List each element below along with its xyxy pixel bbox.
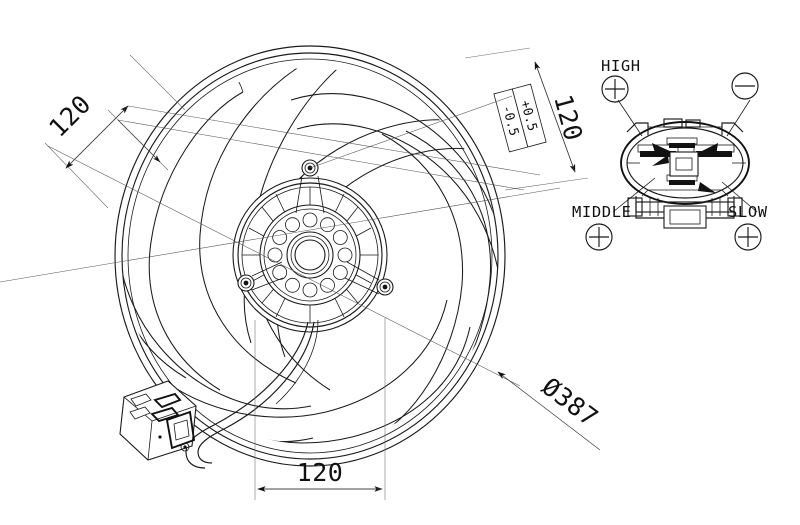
dimension-bottom-value: 120 — [297, 458, 344, 487]
connector-detail-view: HIGH MIDDLE SLOW — [572, 57, 768, 251]
dimension-right-120: 120 +0.5 -0.5 — [464, 47, 588, 191]
tolerance-box: +0.5 -0.5 — [493, 83, 547, 153]
terminal-middle: MIDDLE — [572, 203, 632, 251]
dimension-left-value: 120 — [43, 89, 96, 142]
dimension-diameter: Ø387 — [497, 371, 604, 451]
terminal-negative — [731, 72, 759, 100]
fan-wire-harness — [185, 319, 319, 469]
terminal-slow-label: SLOW — [728, 203, 768, 221]
dimension-diameter-value: Ø387 — [537, 372, 604, 433]
harness-connector-block — [119, 380, 197, 461]
fan-motor-hub — [232, 159, 394, 333]
dimension-right-value: 120 — [548, 92, 588, 145]
terminal-slow: SLOW — [728, 203, 768, 251]
dimension-left-120: 120 — [43, 54, 186, 209]
terminal-high-label: HIGH — [601, 57, 641, 75]
hub-vent-holes — [267, 212, 353, 298]
terminal-middle-label: MIDDLE — [572, 203, 632, 221]
fan-shroud-ring — [114, 45, 506, 467]
terminal-high: HIGH — [601, 57, 641, 103]
connector-housing — [620, 118, 750, 229]
dimension-bottom-120: 120 — [254, 318, 386, 500]
reference-centerlines — [0, 95, 561, 387]
fan-assembly — [114, 45, 506, 469]
